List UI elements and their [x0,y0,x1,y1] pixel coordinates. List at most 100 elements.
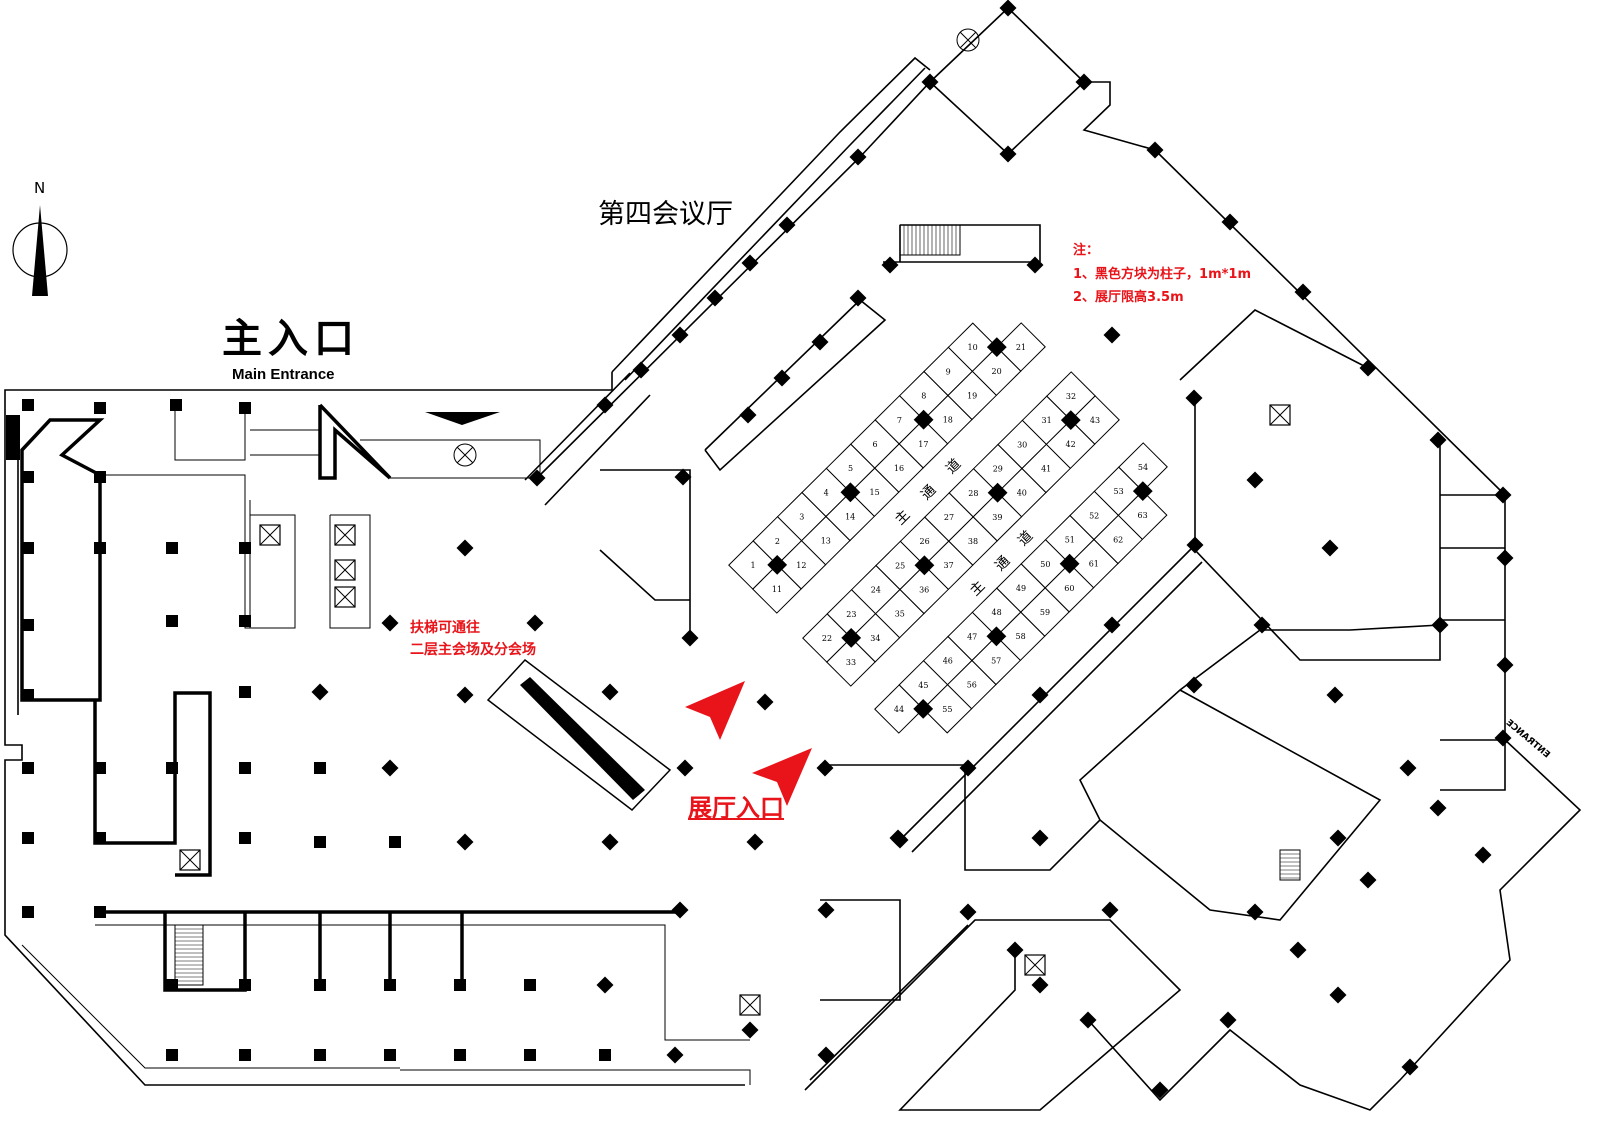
elevator-icon [739,994,761,1016]
booth-number: 11 [772,585,782,594]
pillar [166,979,178,991]
pillar [849,148,867,166]
pillar [1151,1081,1169,1099]
booth-number: 37 [944,561,954,570]
aisle-label: 道 [943,456,964,477]
booth-number: 57 [991,656,1001,665]
pillar [456,686,474,704]
pillar [676,759,694,777]
booth-number: 15 [870,488,880,497]
pillar [1359,359,1377,377]
booth-number: 18 [943,416,953,425]
booth-number: 16 [894,464,904,473]
booth-number: 32 [1066,392,1076,401]
staircase-icon [174,924,204,986]
pillar [239,402,251,414]
pillar [999,0,1017,17]
escalator [486,658,672,812]
elevator-icon [334,559,356,581]
booth-number: 5 [848,464,853,473]
pillar [22,906,34,918]
pillar [239,615,251,627]
elevator-icon [179,849,201,871]
booth-number: 31 [1042,416,1052,425]
aisle-label: 通 [918,482,939,503]
booth-number: 56 [967,681,977,690]
pillar [999,145,1017,163]
pillar [454,979,466,991]
pillar [239,832,251,844]
red-arrow-icon [685,681,745,740]
booth[interactable]: 63 [1117,490,1168,541]
pillar [22,832,34,844]
booth-number: 58 [1016,632,1026,641]
booth-number: 1 [750,561,755,570]
compass-north-label: N [34,179,46,197]
pillar [913,699,934,719]
pillar [22,689,34,701]
aisle-label: 通 [992,553,1013,574]
pillar [94,906,106,918]
booth-number: 30 [1017,440,1027,449]
aisle-label: 主 [967,578,988,599]
pillar [524,979,536,991]
pillar [22,762,34,774]
pillar [986,626,1007,647]
red-arrow-icon [752,748,812,806]
pillar [1059,553,1080,574]
pillar [1060,410,1081,430]
aisle-label: 主 [892,507,913,528]
booth-number: 43 [1090,416,1100,425]
pillar [1496,549,1514,567]
pillar [1494,729,1512,747]
pillar [987,482,1008,503]
pillar [666,1046,684,1064]
pillar [599,1049,611,1061]
pillar [601,833,619,851]
booth[interactable]: 21 [996,322,1046,372]
pillar [1289,941,1307,959]
pillar [767,555,788,575]
pillar [959,759,977,777]
pillar [1246,471,1264,489]
main-entrance-label-cn: 主入口 [222,316,360,362]
booth-number: 12 [796,561,806,570]
pillar [456,833,474,851]
elevator-icon [259,524,281,546]
booth-number: 26 [920,537,930,546]
pillar [314,762,326,774]
booth-number: 25 [895,561,905,570]
pillar [22,619,34,631]
notes-heading: 注： [1073,243,1100,258]
pillar [22,542,34,554]
pillar [741,254,759,272]
booth[interactable]: 54 [1118,442,1168,492]
pillar [1321,539,1339,557]
pillar [22,471,34,483]
pillar [1031,829,1049,847]
pillar [1221,213,1239,231]
booth-number: 29 [993,465,1003,474]
pillar [381,759,399,777]
pillar [1132,481,1153,501]
pillar [1031,686,1049,704]
booth-number: 48 [992,608,1002,617]
pillar [1494,486,1512,504]
pillar [632,361,650,379]
pillar [840,482,861,503]
pillar [817,1046,835,1064]
pillar [1185,676,1203,694]
booth-number: 2 [775,537,780,546]
pillar [811,333,829,351]
pillar [166,542,178,554]
pillar [959,903,977,921]
pillar [94,832,106,844]
booth-number: 42 [1066,440,1076,449]
booth-number: 27 [944,513,954,522]
booth-number: 21 [1016,343,1026,352]
pillar [239,686,251,698]
booth-number: 4 [824,488,829,497]
elevator-icon [1269,404,1291,426]
pillar [817,901,835,919]
booth[interactable]: 43 [1070,395,1120,445]
